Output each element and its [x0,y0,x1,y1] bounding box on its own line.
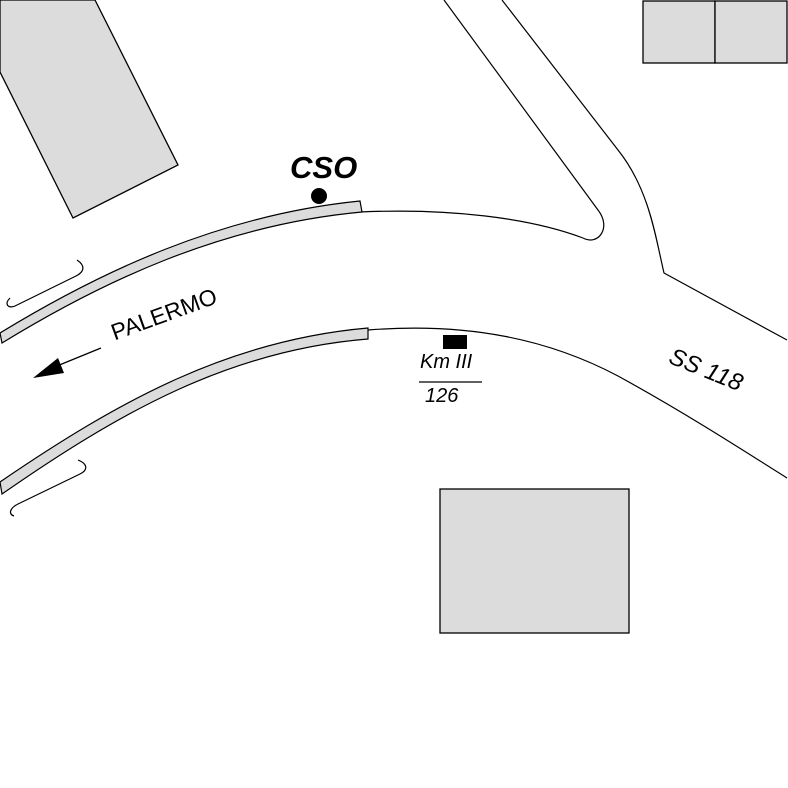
km-label: Km III [420,351,473,373]
road-edge-south [367,327,788,479]
kerb-north [0,200,363,344]
arrow-left-icon [33,347,102,378]
km-value: 126 [425,385,459,407]
road-edge-north [359,210,584,239]
side-road-east-edge [501,0,788,341]
guardrail-south [9,459,87,517]
site-marker-icon [311,188,327,204]
building-northeast-right [714,0,788,64]
building-northwest [0,0,179,219]
guardrail-north [6,259,84,308]
kerb-south [0,327,369,496]
site-code-label: CSO [290,150,358,185]
building-northeast-left [642,0,716,64]
side-road-west-edge [443,0,605,241]
km-marker-icon [443,335,467,349]
building-south [439,488,630,634]
